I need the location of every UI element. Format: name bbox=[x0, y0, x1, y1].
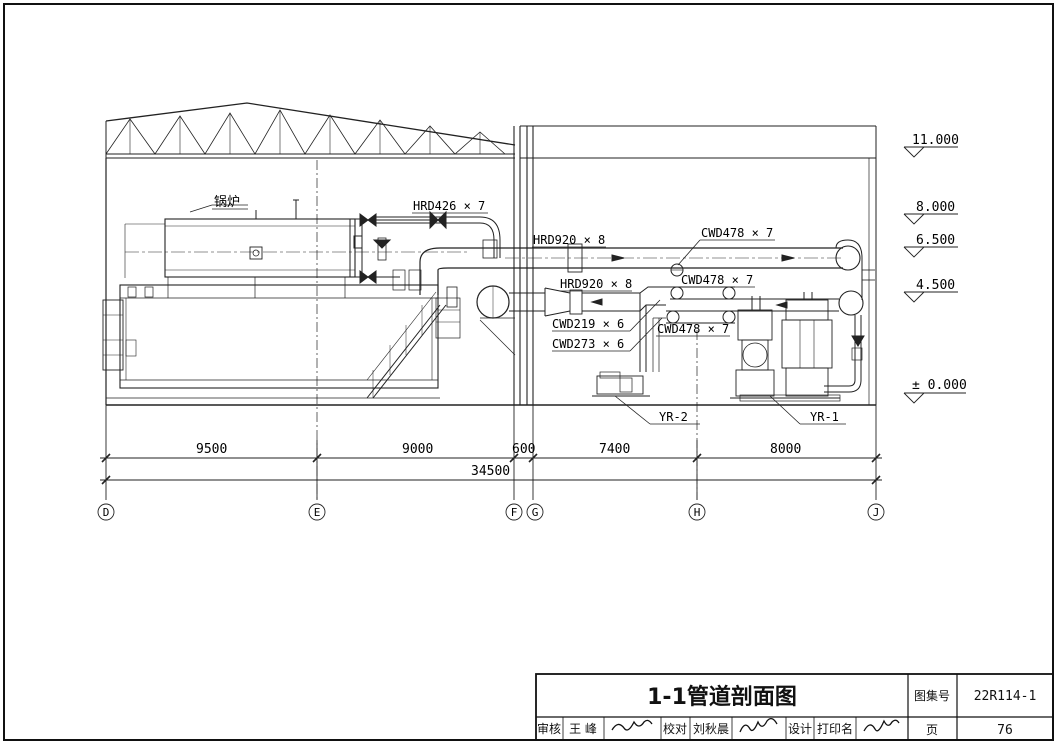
dim-8000: 8000 bbox=[770, 442, 801, 457]
axis-d: D bbox=[103, 506, 110, 519]
pipe-label-cw273: CWD273 × 6 bbox=[552, 337, 624, 351]
elevation-6500: 6.500 bbox=[916, 233, 955, 248]
pipe-label-hr920-top: HRD920 × 8 bbox=[533, 233, 605, 247]
sheet-border bbox=[3, 3, 1054, 741]
elevation-marks bbox=[903, 146, 966, 404]
grid-axes bbox=[97, 503, 885, 521]
pipe-label-hr920-mid: HRD920 × 8 bbox=[560, 277, 632, 291]
pipe-label-cw478-c: CWD478 × 7 bbox=[657, 322, 729, 336]
elevation-11000: 11.000 bbox=[912, 133, 959, 148]
equipment-tag-yr1: YR-1 bbox=[810, 410, 839, 424]
checker-signature bbox=[739, 717, 778, 733]
axis-j: J bbox=[873, 506, 880, 519]
pipe-label-cw478-b: CWD478 × 7 bbox=[681, 273, 753, 287]
designer-signature bbox=[863, 719, 900, 732]
drawing-title: 1-1管道剖面图 bbox=[647, 684, 797, 710]
review-label: 审核 bbox=[537, 721, 561, 736]
title-block: 1-1管道剖面图 图集号 22R114-1 页 76 审核 王 峰 校对 刘秋晨… bbox=[535, 673, 1054, 741]
page-number: 76 bbox=[997, 723, 1013, 738]
dimension-lines bbox=[100, 405, 882, 500]
leader-lines bbox=[212, 208, 846, 425]
dim-7400: 7400 bbox=[599, 442, 630, 457]
boiler bbox=[102, 199, 470, 399]
page-label: 页 bbox=[926, 723, 938, 737]
axis-e: E bbox=[314, 506, 321, 519]
equipment bbox=[592, 292, 841, 402]
elevation-labels: 11.000 8.000 6.500 4.500 ± 0.000 bbox=[912, 133, 967, 393]
building-structure bbox=[105, 102, 877, 500]
reviewer-name: 王 峰 bbox=[569, 722, 597, 736]
elevation-4500: 4.500 bbox=[916, 278, 955, 293]
equipment-tag-yr2: YR-2 bbox=[659, 410, 688, 424]
boiler-label: 锅炉 bbox=[214, 194, 240, 210]
elevation-0000: ± 0.000 bbox=[912, 378, 967, 393]
axis-h: H bbox=[694, 506, 701, 519]
pipe-label-cw219: CWD219 × 6 bbox=[552, 317, 624, 331]
atlas-number: 22R114-1 bbox=[974, 689, 1037, 704]
design-label: 设计 bbox=[788, 722, 812, 736]
designer-name: 打印名 bbox=[817, 721, 853, 736]
check-label: 校对 bbox=[663, 721, 687, 736]
axis-f: F bbox=[511, 506, 518, 519]
axis-g: G bbox=[532, 506, 539, 519]
dimension-labels: 9500 9000 600 7400 8000 34500 bbox=[196, 442, 801, 479]
reviewer-signature bbox=[611, 719, 653, 731]
checker-name: 刘秋晨 bbox=[693, 722, 729, 736]
dim-9000: 9000 bbox=[402, 442, 433, 457]
dim-total: 34500 bbox=[471, 464, 510, 479]
pipe-label-hr426: HRD426 × 7 bbox=[413, 199, 485, 213]
dim-9500: 9500 bbox=[196, 442, 227, 457]
elevation-8000: 8.000 bbox=[916, 200, 955, 215]
grid-axis-labels: D E F G H J bbox=[103, 506, 880, 519]
dim-600: 600 bbox=[512, 442, 535, 457]
atlas-label: 图集号 bbox=[914, 688, 950, 703]
pipe-label-cw478-a: CWD478 × 7 bbox=[701, 226, 773, 240]
pipe-labels: 锅炉 HRD426 × 7 HRD920 × 8 HRD920 × 8 CWD4… bbox=[214, 194, 839, 424]
